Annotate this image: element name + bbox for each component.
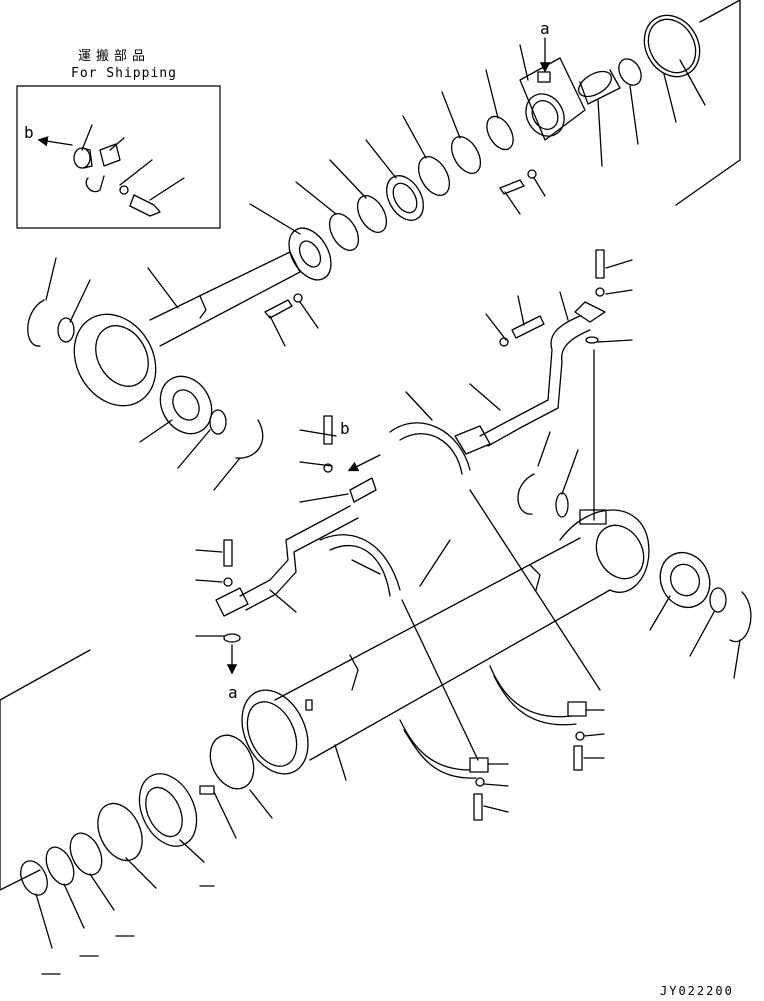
pipe-lower: a xyxy=(195,415,605,821)
marker-b-mid-label: b xyxy=(340,419,350,438)
shipping-box: b xyxy=(16,85,221,229)
pipe-upper xyxy=(389,249,633,691)
piston-rod xyxy=(27,251,319,491)
head-assembly: a xyxy=(249,0,741,281)
marker-b-label: b xyxy=(24,123,34,142)
marker-a-bottom: a xyxy=(228,683,238,702)
cylinder-tube xyxy=(241,431,752,781)
marker-a-top: a xyxy=(540,19,550,38)
shipping-title-jp: 運搬部品 xyxy=(78,49,151,64)
drawing-code: JY022200 xyxy=(660,984,734,998)
marker-b-mid: b xyxy=(340,419,381,472)
shipping-title-en: For Shipping xyxy=(71,66,177,81)
piston-parts xyxy=(0,649,273,975)
